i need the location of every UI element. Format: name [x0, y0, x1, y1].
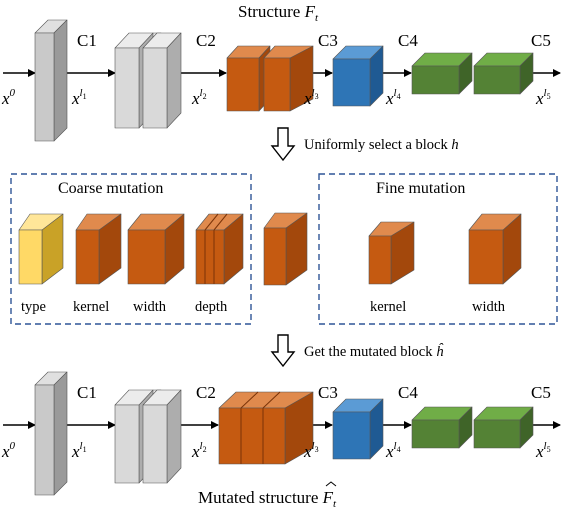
top-blue-block — [332, 45, 384, 107]
bottom-stage-labels: C1 C2 C3 C4 C5 — [77, 383, 551, 402]
top-feature-label-5: xl5 — [535, 87, 551, 108]
top-feature-label-1: xl1 — [71, 87, 87, 108]
bottom-feature-labels: x0 xl1 xl2 xl3 xl4 xl5 — [1, 440, 551, 461]
coarse-label-type: type — [21, 299, 46, 315]
step-2-caption: Get the mutated block ĥ — [304, 343, 444, 360]
bottom-stage-label-c4: C4 — [398, 383, 418, 402]
fine-labels: kernel width — [370, 299, 506, 315]
top-feature-label-3: xl3 — [303, 87, 319, 108]
bottom-feature-label-5: xl5 — [535, 440, 551, 461]
bottom-stage-label-c5: C5 — [531, 383, 551, 402]
coarse-label-kernel: kernel — [73, 299, 109, 315]
bottom-mutated-block — [218, 391, 314, 465]
top-green-blocks — [411, 52, 534, 95]
step-1-caption: Uniformly select a block h — [304, 137, 459, 153]
bottom-c1-plate — [34, 371, 68, 496]
fine-kernel-block — [368, 221, 415, 285]
bottom-c2-plates — [114, 389, 182, 484]
bottom-green-blocks — [411, 406, 534, 449]
top-stage-label-c1: C1 — [77, 31, 97, 50]
top-network: Structure Ft — [1, 2, 561, 142]
top-stage-label-c2: C2 — [196, 31, 216, 50]
hollow-down-arrow-1 — [270, 127, 296, 162]
top-title: Structure Ft — [238, 2, 319, 24]
top-stage-label-c5: C5 — [531, 31, 551, 50]
hat-accent — [325, 481, 337, 487]
coarse-mutation-panel: Coarse mutation type kernel — [10, 173, 252, 325]
fine-mutation-panel: Fine mutation kernel width — [318, 173, 558, 325]
bottom-feature-label-2: xl2 — [191, 440, 207, 461]
fine-dashed-frame — [318, 173, 558, 325]
bottom-feature-label-1: xl1 — [71, 440, 87, 461]
bottom-title: Mutated structure Ft — [198, 488, 337, 510]
top-green-block-1 — [411, 52, 473, 95]
top-green-block-2 — [473, 52, 534, 95]
fine-label-width: width — [472, 299, 506, 315]
top-feature-label-2: xl2 — [191, 87, 207, 108]
top-feature-labels: x0 xl1 xl2 xl3 xl4 xl5 — [1, 87, 551, 108]
fine-width-block — [468, 213, 522, 285]
top-c2-plates — [114, 32, 182, 129]
step-2: Get the mutated block ĥ — [270, 334, 444, 368]
coarse-dashed-frame — [10, 173, 252, 325]
coarse-kernel-block — [75, 213, 122, 285]
selected-block — [263, 212, 308, 286]
fine-title: Fine mutation — [376, 180, 465, 197]
coarse-labels: type kernel width depth — [21, 299, 228, 315]
fine-label-kernel: kernel — [370, 299, 406, 315]
bottom-feature-label-4: xl4 — [385, 440, 401, 461]
top-stage-label-c3: C3 — [318, 31, 338, 50]
bottom-stage-label-c3: C3 — [318, 383, 338, 402]
top-c3-blocks — [226, 45, 314, 112]
bottom-feature-label-3: xl3 — [303, 440, 319, 461]
top-stage-labels: C1 C2 C3 C4 C5 — [77, 31, 551, 50]
coarse-width-block — [127, 213, 185, 285]
hollow-down-arrow-2 — [270, 334, 296, 368]
bottom-network: C1 C2 C3 C4 C5 x0 xl1 xl2 xl3 xl4 xl5 Mu… — [1, 371, 561, 510]
bottom-feature-label-0: x0 — [1, 440, 16, 461]
bottom-stage-label-c2: C2 — [196, 383, 216, 402]
bottom-green-block-1 — [411, 406, 473, 449]
top-orange-block-2 — [263, 45, 314, 112]
top-feature-label-4: xl4 — [385, 87, 401, 108]
coarse-title: Coarse mutation — [58, 180, 163, 197]
coarse-label-depth: depth — [195, 299, 228, 315]
coarse-type-block — [18, 213, 64, 285]
top-feature-label-0: x0 — [1, 87, 16, 108]
bottom-blue-block — [332, 398, 384, 460]
bottom-green-block-2 — [473, 406, 534, 449]
step-1: Uniformly select a block h — [270, 127, 459, 162]
coarse-depth-block — [195, 213, 244, 285]
top-stage-label-c4: C4 — [398, 31, 418, 50]
bottom-c2-plate-2 — [142, 389, 182, 484]
top-c2-plate-2 — [142, 32, 182, 129]
coarse-label-width: width — [133, 299, 167, 315]
bottom-stage-label-c1: C1 — [77, 383, 97, 402]
top-orange-block-1 — [226, 45, 271, 112]
top-c1-plate — [34, 19, 68, 142]
